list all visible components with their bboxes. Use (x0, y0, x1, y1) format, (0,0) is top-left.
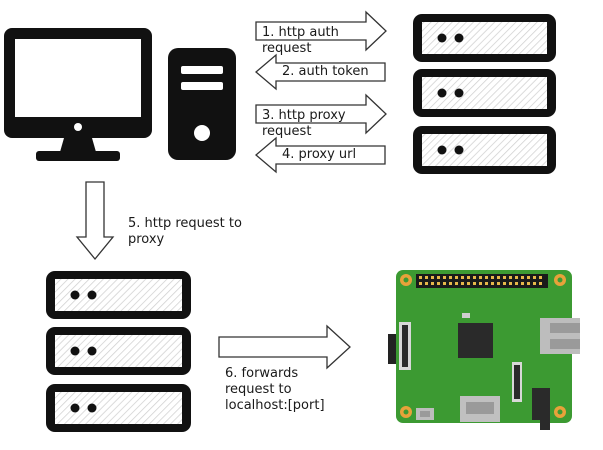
raspberry-pi-board-icon (388, 270, 580, 430)
server-unit (413, 126, 556, 174)
label-auth-token: 2. auth token (282, 64, 369, 79)
server-unit (413, 14, 556, 62)
label-proxy-url: 4. proxy url (282, 147, 357, 162)
pc-tower-icon (168, 48, 236, 160)
auth-server-stack (413, 14, 556, 174)
label-forwards: 6. forwards request to localhost:[port] (225, 366, 325, 413)
server-unit (46, 271, 191, 319)
desktop-computer-icon (4, 28, 152, 161)
arrow-forwards (218, 324, 351, 370)
proxy-server-stack (46, 271, 191, 432)
arrow-auth-token (254, 53, 386, 91)
server-unit (46, 327, 191, 375)
label-request-to-proxy: 5. http request to proxy (128, 216, 242, 247)
arrow-request-to-proxy (75, 181, 115, 261)
arrow-proxy-url (254, 136, 386, 174)
label-auth-request: 1. http auth request (262, 25, 339, 56)
arrow-auth-request (255, 10, 387, 52)
server-unit (413, 69, 556, 117)
server-unit (46, 384, 191, 432)
arrow-proxy-request (255, 93, 387, 135)
label-proxy-request: 3. http proxy request (262, 108, 346, 139)
